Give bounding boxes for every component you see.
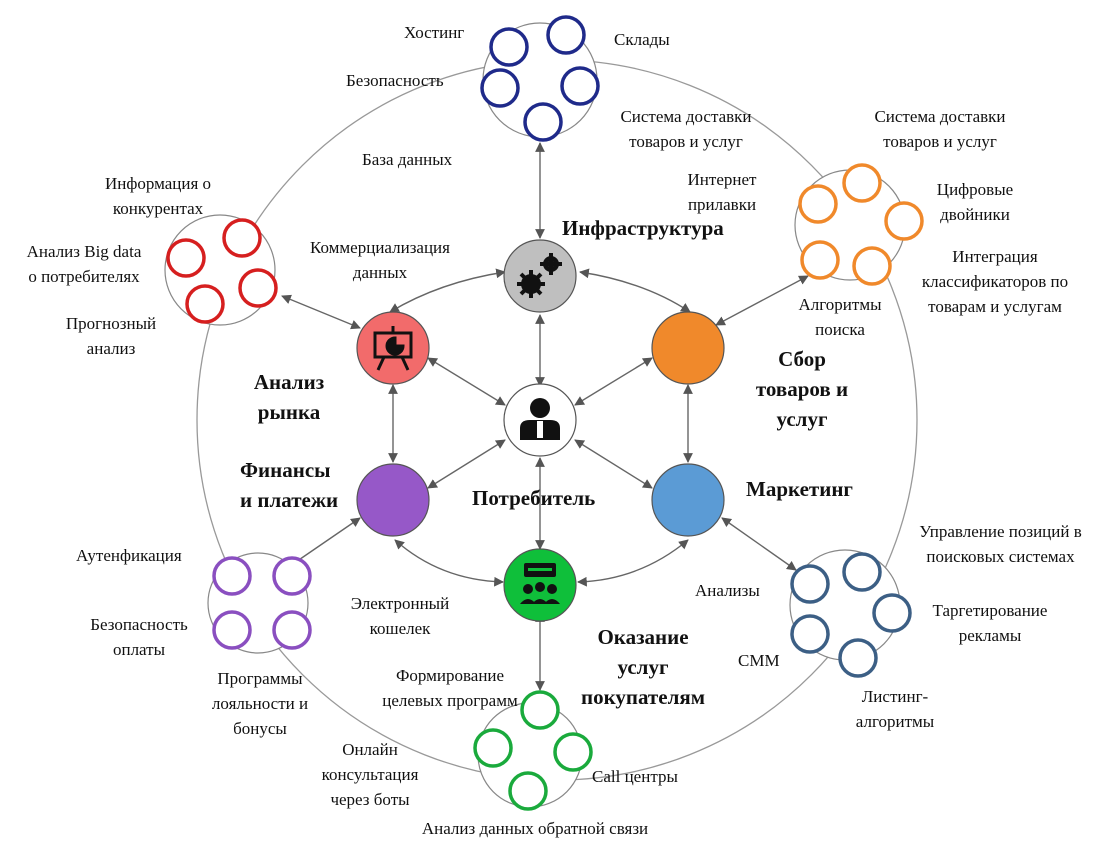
label-loyalty-programs: Программы лояльности и бонусы — [211, 669, 309, 738]
label-feedback-analysis: Анализ данных обратной связи — [421, 819, 649, 838]
arrow-consumer-marketing — [574, 439, 653, 489]
gears-icon — [517, 253, 562, 298]
cluster-marketing — [789, 549, 912, 678]
arrow-consumer-collection — [574, 357, 653, 406]
arrow-marketing-services — [577, 539, 689, 587]
hub-market-analysis — [356, 311, 430, 385]
label-digital-twins: Цифровые двойники — [936, 180, 1014, 224]
label-call-centers: Call центры — [592, 767, 678, 786]
hub-marketing — [651, 463, 725, 537]
label-security: Безопасность — [346, 71, 444, 90]
label-competitor-info: Информация о конкурентах — [104, 174, 212, 218]
cluster-services — [473, 690, 593, 811]
businessman-icon — [520, 398, 560, 440]
label-internet-counters: Интернет прилавки — [687, 170, 757, 214]
label-ad-targeting: Таргетирование рекламы — [932, 601, 1048, 645]
cluster-market — [164, 214, 278, 326]
arrow-infra-collection — [579, 268, 691, 313]
label-predictive-analysis: Прогнозный анализ — [65, 314, 157, 358]
arrow-collection-cluster — [715, 275, 809, 326]
arrow-infra-market — [389, 268, 506, 313]
label-online-bots: Онлайн консультация через боты — [321, 740, 419, 809]
hub-goods-collection — [651, 311, 725, 385]
label-search-algorithms: Алгоритмы поиска — [798, 295, 882, 339]
hub-infrastructure — [503, 239, 577, 313]
arrow-finance-cluster — [289, 517, 361, 567]
label-seo-management: Управление позиций в поисковых системах — [919, 522, 1082, 566]
label-classifier-integration: Интеграция классификаторов по товарам и … — [921, 247, 1069, 316]
label-database: База данных — [362, 150, 453, 169]
label-big-data: Анализ Big data о потребителях — [26, 242, 142, 286]
hub-customer-services — [503, 548, 577, 622]
cluster-finance — [207, 552, 312, 654]
label-listing-algorithms: Листинг- алгоритмы — [855, 687, 935, 731]
group-chat-icon — [520, 563, 560, 604]
hub-consumer — [503, 383, 577, 457]
label-e-wallet: Электронный кошелек — [350, 594, 450, 638]
market-title: Анализ рынка — [253, 370, 325, 424]
arrow-finance-services — [394, 539, 504, 587]
label-analyses: Анализы — [695, 581, 760, 600]
arrow-consumer-market — [427, 357, 506, 406]
collection-title: Сбор товаров и услуг — [755, 347, 849, 431]
consumer-title: Потребитель — [472, 486, 596, 510]
hub-finance — [356, 463, 430, 537]
services-title: Оказание услуг покупателям — [580, 625, 706, 709]
hub-connectors — [281, 142, 809, 691]
arrow-consumer-finance — [427, 439, 506, 489]
label-target-programs: Формирование целевых программ — [382, 666, 518, 710]
label-payment-security: Безопасность оплаты — [90, 615, 188, 659]
marketing-title: Маркетинг — [746, 477, 853, 501]
arrow-marketing-cluster — [721, 517, 797, 571]
label-delivery-system-1: Система доставки товаров и услуг — [620, 107, 752, 151]
presentation-board-icon — [373, 326, 413, 371]
arrow-market-cluster — [281, 294, 361, 330]
label-delivery-system-2: Система доставки товаров и услуг — [874, 107, 1006, 151]
label-authentication: Аутенфикация — [76, 546, 182, 565]
label-smm: СММ — [738, 651, 780, 670]
infrastructure-title: Инфраструктура — [562, 216, 724, 240]
finance-title: Финансы и платежи — [240, 458, 339, 512]
cluster-collection — [794, 163, 924, 286]
label-data-commercialization: Коммерциализация данных — [310, 238, 450, 282]
label-warehouses: Склады — [614, 30, 670, 49]
label-hosting: Хостинг — [404, 23, 465, 42]
cluster-infrastructure — [480, 15, 600, 142]
